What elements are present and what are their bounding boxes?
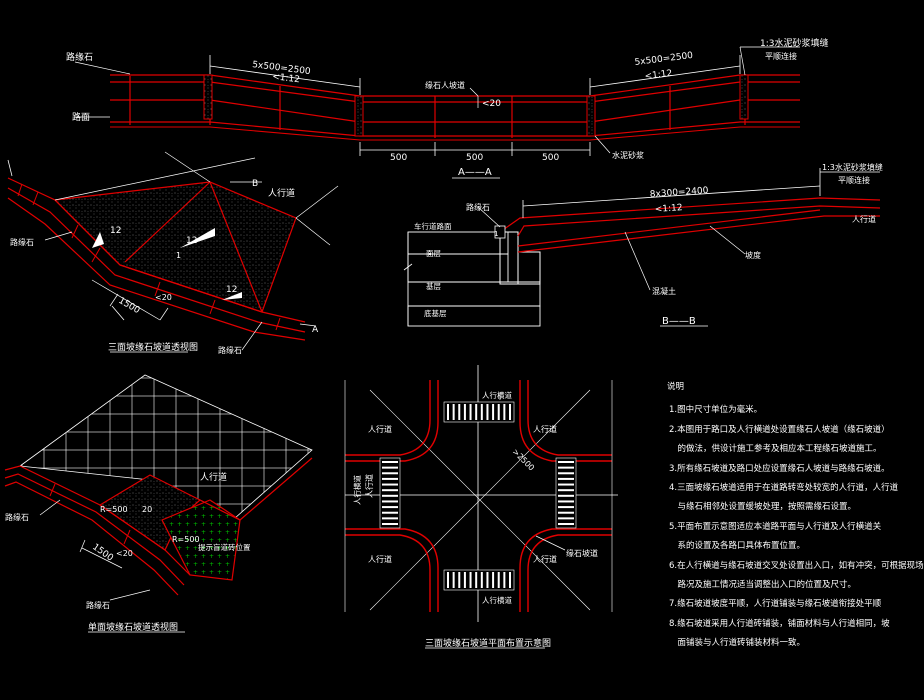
- bb-layer-subbase: 底基层: [424, 308, 447, 318]
- aa-slope-left: <1:12: [272, 72, 301, 85]
- sv-radius-b: R=500: [172, 535, 200, 544]
- aa-concrete-label: 水泥砂浆: [612, 150, 644, 160]
- bb-layer-surface: 面层: [426, 249, 441, 258]
- bb-layer-road: 车行道路面: [414, 221, 452, 231]
- section-aa: 路缘石 路面 5x500=2500 5x500=2500 <1:12 <1:12…: [66, 37, 829, 179]
- aa-dim-1: 500: [390, 153, 407, 163]
- ts-cut-b: B: [252, 179, 258, 189]
- note-line: 3.所有缘石坡道及路口处应设置缘石人坡道与路缘石坡道。: [669, 463, 890, 474]
- ts-sidewalk: 人行道: [268, 187, 295, 199]
- bb-sidewalk: 人行道: [852, 214, 876, 224]
- note-line: 5.平面布置示意图适应本道路平面与人行道及人行横道关: [669, 521, 882, 532]
- sv-curb-bottom: 路缘石: [86, 600, 110, 610]
- ts-cut-a: A: [312, 325, 319, 335]
- ts-title: 三面坡缘石坡道透视图: [108, 341, 198, 353]
- pv-crossing-bottom: 人行横道: [482, 595, 512, 605]
- aa-curb-label: 路缘石: [66, 51, 93, 63]
- aa-title: A——A: [458, 167, 492, 178]
- pv-crossing-left: 人行横道: [352, 475, 362, 505]
- note-line: 路况及施工情况适当调整出入口的位置及尺寸。: [669, 580, 857, 591]
- sv-title: 单面坡缘石坡道透视图: [88, 621, 178, 633]
- bb-title: B——B: [662, 316, 696, 327]
- notes-heading: 说明: [667, 382, 685, 392]
- ts-ratio: 1: [176, 251, 181, 260]
- bb-layer-base: 基层: [426, 281, 441, 291]
- sv-curb-left: 路缘石: [5, 512, 29, 522]
- cad-drawing-canvas: +: [4, 37, 883, 649]
- design-notes: 说明 1.图中尺寸单位为毫米。 2.本图用于路口及人行横道处设置缘石人坡道（缘石坡…: [655, 378, 924, 654]
- note-line: 8.缘石坡道采用人行道砖铺装，铺面材料与人行道相同，坡: [669, 618, 890, 629]
- pv-sidewalk-tr: 人行道: [533, 424, 557, 434]
- plan-view: 人行道 人行道 人行道 人行道 人行道 人行横道 人行横道 人行横道 >2500…: [344, 365, 618, 649]
- pv-sidewalk-tl: 人行道: [368, 424, 392, 434]
- note-line: 面铺装与人行道砖铺装材料一致。: [669, 638, 806, 649]
- aa-dim-2: 500: [466, 153, 483, 163]
- ts-slope-c: 12: [226, 285, 237, 295]
- note-line: 2.本图用于路口及人行横道处设置缘石人坡道（缘石坡道）: [669, 424, 890, 435]
- pv-curb-ramp: 缘石坡道: [566, 548, 598, 558]
- ts-curb-left: 路缘石: [10, 237, 34, 247]
- aa-slope-right: <1:12: [644, 69, 673, 82]
- ts-slope-a: 12: [110, 226, 121, 236]
- aa-center-label: 缘石人坡道: [425, 80, 465, 90]
- sv-dim-small: <20: [116, 549, 133, 558]
- sv-radius-a: R=500: [100, 505, 128, 514]
- notes-list: 1.图中尺寸单位为毫米。2.本图用于路口及人行横道处设置缘石人坡道（缘石坡道） …: [655, 401, 924, 653]
- note-line: 1.图中尺寸单位为毫米。: [669, 405, 763, 416]
- pv-title: 三面坡缘石坡道平面布置示意图: [425, 637, 551, 649]
- sv-dim-len: 1500: [90, 542, 115, 563]
- pv-dim-diag: >2500: [511, 447, 537, 473]
- aa-dim-3: 500: [542, 153, 559, 163]
- three-sided-perspective: 路缘石 路缘石 人行道 12 12 12 1 1500 <20 B A 三面坡缘…: [7, 151, 339, 355]
- aa-note-flat: 平顺连接: [765, 51, 797, 61]
- ts-slope-b: 12: [186, 236, 197, 246]
- bb-ratio: 1: [494, 230, 498, 238]
- ts-dim-len: 1500: [117, 296, 142, 316]
- note-line: 6.在人行横道与缘石坡道交叉处设置出入口，如有冲突，可根据现场: [669, 560, 924, 571]
- sv-sidewalk: 人行道: [200, 471, 227, 483]
- pv-sidewalk-left: 人行道: [364, 474, 374, 498]
- note-line: 的做法，供设计施工参考及相应本工程缘石坡道施工。: [669, 444, 882, 455]
- sv-tactile: 提示盲道砖位置: [198, 542, 251, 552]
- aa-center-dim: <20: [482, 99, 501, 109]
- bb-note-flat: 平顺连接: [838, 175, 870, 185]
- bb-concrete: 混凝土: [652, 286, 676, 296]
- pv-sidewalk-bl: 人行道: [368, 554, 392, 564]
- note-line: 7.缘石坡道坡度平顺，人行道铺装与缘石坡道衔接处平顺: [669, 599, 882, 610]
- aa-road-label: 路面: [72, 111, 90, 123]
- aa-note-mortar: 1:3水泥砂浆填缝: [760, 37, 829, 49]
- bb-slope: <1:12: [655, 203, 683, 215]
- sv-slope-val: 20: [142, 505, 152, 514]
- note-line: 4.三面坡缘石坡道适用于在道路转弯处较宽的人行道，人行道: [669, 483, 899, 494]
- note-line: 系的设置及各路口具体布置位置。: [669, 541, 806, 552]
- aa-dim-right: 5x500=2500: [634, 51, 694, 68]
- section-bb: 路缘石 车行道路面 面层 基层 底基层 8x300=2400 <1:12 1:3…: [403, 162, 883, 327]
- bb-sidewalk-slope: 坡度: [745, 250, 761, 260]
- pv-sidewalk-br: 人行道: [533, 554, 557, 564]
- single-sided-perspective: 人行道 路缘石 路缘石 R=500 R=500 20 1500 <20 提示盲道…: [4, 374, 313, 633]
- bb-dim-top: 8x300=2400: [650, 186, 710, 200]
- ts-dim-small: <20: [155, 293, 172, 302]
- bb-note-mortar: 1:3水泥砂浆填缝: [822, 162, 883, 172]
- bb-curb: 路缘石: [466, 202, 490, 212]
- ts-curb-right: 路缘石: [218, 345, 242, 355]
- pv-crossing-top: 人行横道: [482, 390, 512, 400]
- note-line: 与缘石相邻处设置缓坡处理，按照需缘石设置。: [669, 502, 857, 513]
